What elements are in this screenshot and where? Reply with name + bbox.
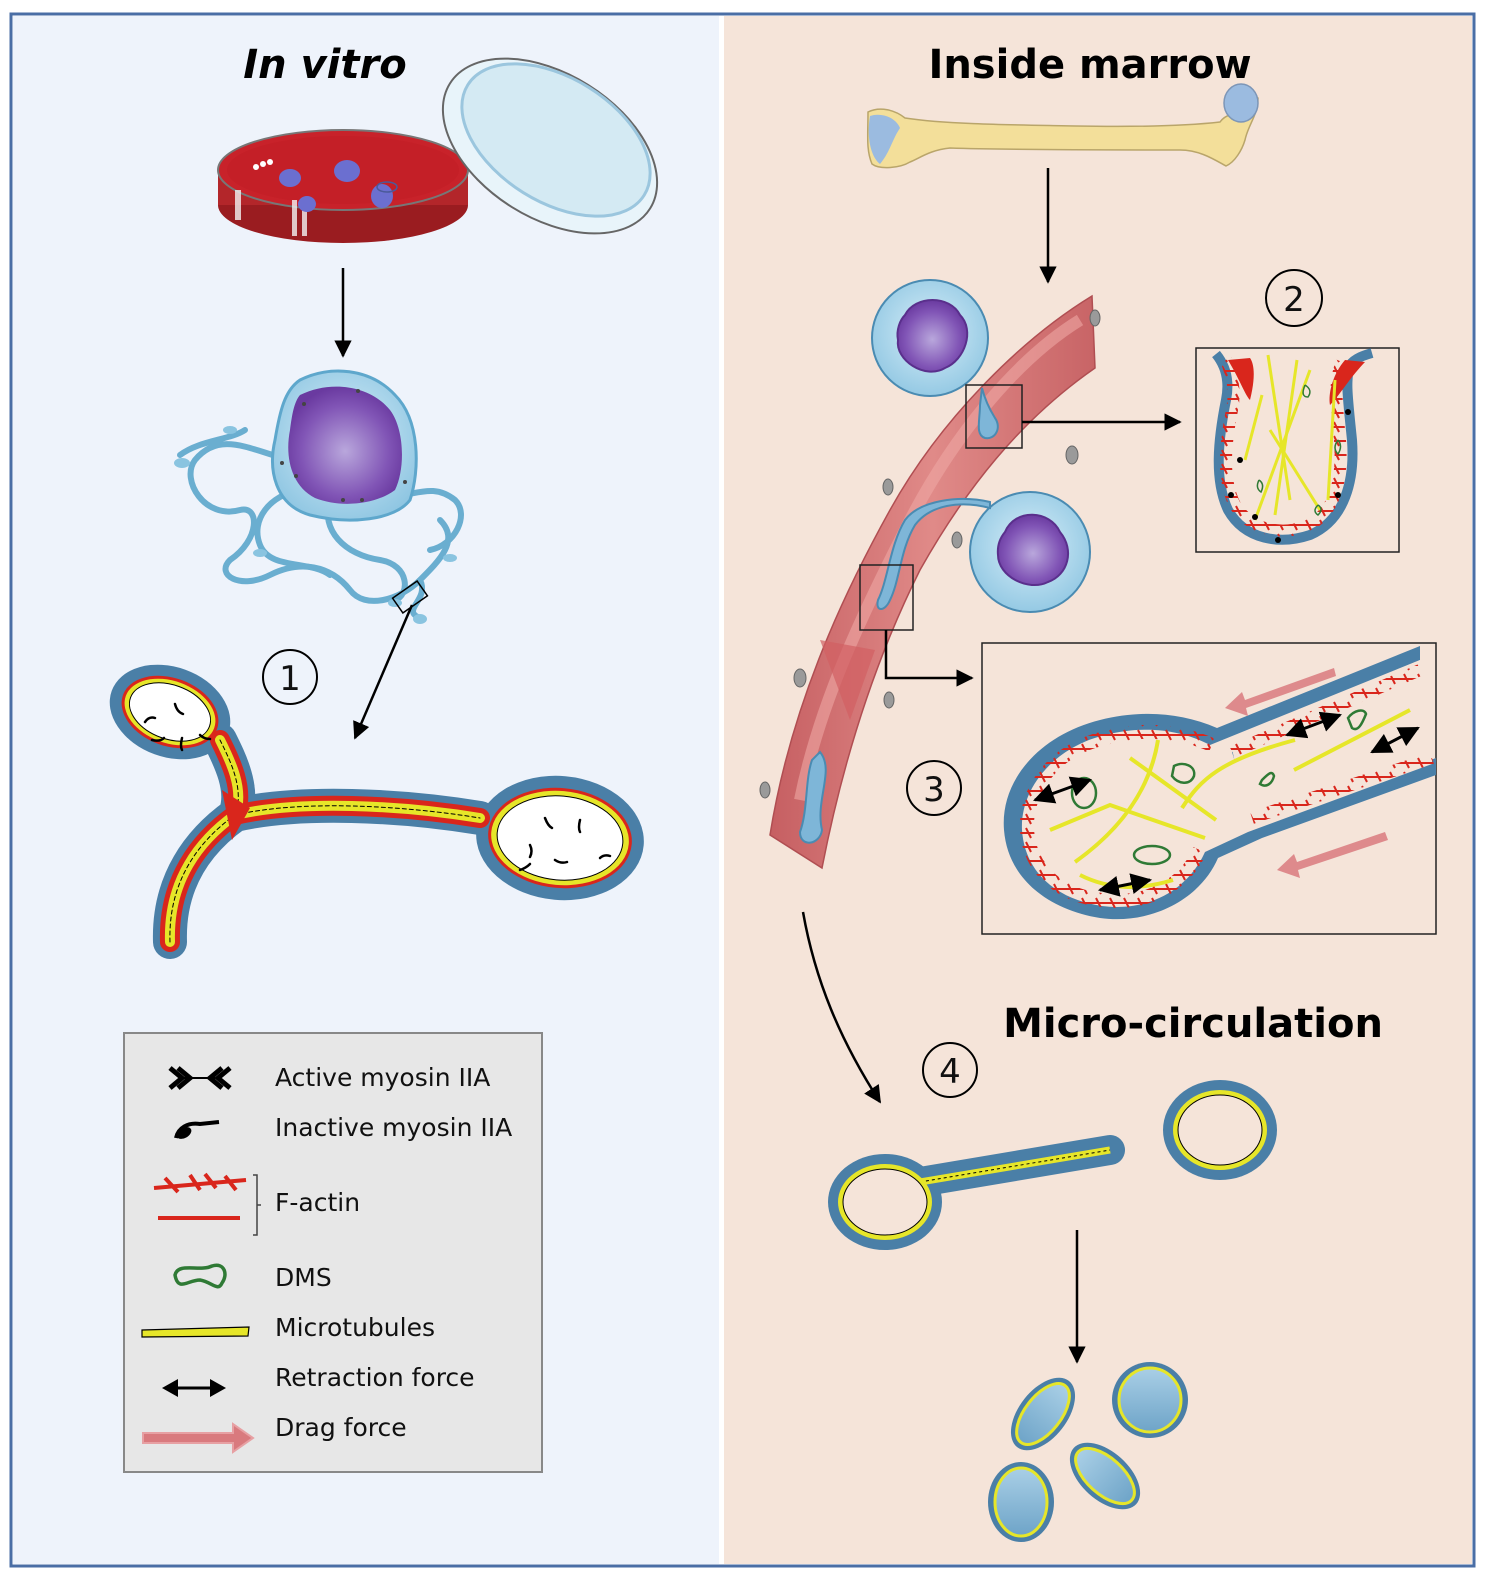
svg-text:4: 4 [939,1052,961,1092]
legend-label-drag-force: Drag force [275,1413,407,1442]
platelets [988,1362,1188,1542]
retraction-force-icon [162,1379,226,1397]
dms-icon [173,1263,227,1289]
f-actin-icon [153,1172,261,1236]
step-1-badge: 1 [262,649,318,705]
arrow-to-inset-3 [884,630,974,687]
right-panel-title: Inside marrow [928,42,1251,88]
arrow-to-proplatelet-detail [353,604,414,740]
legend: Active myosin IIA Inactive myosin IIA F-… [123,1032,543,1473]
megakaryocyte-upper [871,279,1023,449]
zoom-inset-2 [1195,347,1400,553]
platelet [1010,1377,1076,1451]
femur-bone [866,83,1259,169]
micro-circulation-title: Micro-circulation [1003,1001,1383,1047]
legend-label-active-myosin: Active myosin IIA [275,1063,490,1092]
platelet [1112,1362,1188,1438]
svg-text:3: 3 [923,770,945,810]
step-3-badge: 3 [906,760,962,816]
platelet [1069,1442,1141,1510]
microtubule-icon [141,1326,250,1338]
drag-force-arrow-lower [1277,832,1388,878]
legend-label-inactive-myosin: Inactive myosin IIA [275,1113,512,1142]
legend-label-dms: DMS [275,1263,332,1292]
active-myosin-icon [168,1066,232,1090]
inactive-myosin-icon [174,1120,220,1139]
legend-label-microtubules: Microtubules [275,1313,435,1342]
drag-force-icon [142,1422,255,1454]
legend-box [123,1032,543,1473]
step-4-badge: 4 [922,1042,978,1098]
left-panel-title: In vitro [243,42,406,88]
platelet [988,1462,1054,1542]
legend-label-f-actin: F-actin [275,1188,360,1217]
zoom-inset-3 [981,642,1437,935]
megakaryocyte-lower [859,491,1091,631]
legend-label-retraction-force: Retraction force [275,1363,475,1392]
svg-text:1: 1 [279,659,301,699]
svg-text:2: 2 [1283,280,1305,320]
outer-border [9,12,1476,1568]
proplatelet-shaft-with-buds [109,664,644,959]
drag-force-arrow-upper [1225,668,1336,716]
barbell-preplatelet [828,1080,1277,1250]
arrow-to-micro-circulation [801,911,882,1104]
megakaryocyte-with-proplatelets [174,369,464,624]
petri-dish [217,57,659,243]
step-2-badge: 2 [1265,269,1323,327]
